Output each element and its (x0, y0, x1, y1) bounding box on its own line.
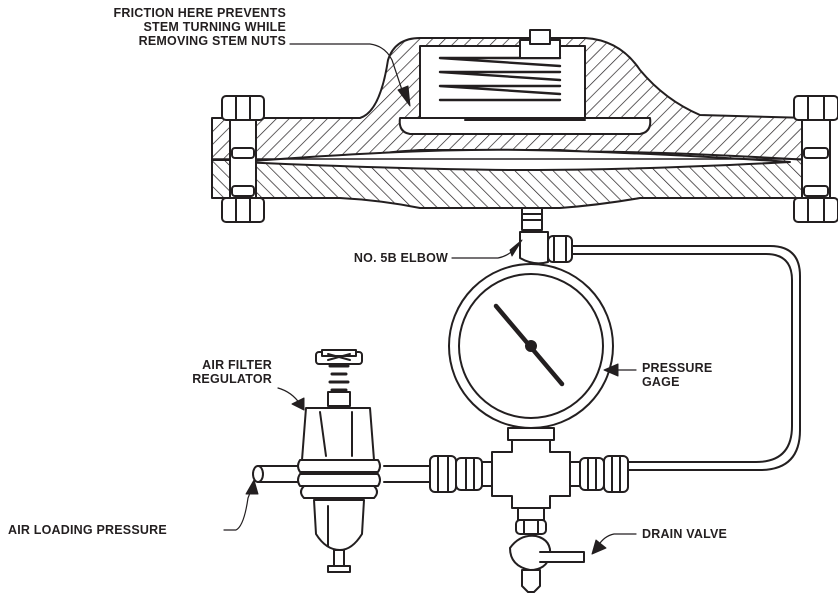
lower-diaphragm-casing (211, 148, 811, 209)
right-union-fitting (569, 455, 629, 493)
elbow-arrowhead (509, 239, 523, 257)
pipe-cross (491, 439, 571, 509)
air-supply-line (383, 465, 431, 483)
friction-leader-line (289, 43, 405, 97)
friction-arrowhead (397, 85, 411, 107)
left-union-fitting (429, 455, 493, 493)
drain-leader-line (597, 533, 637, 547)
left-flange-bolt (221, 95, 265, 223)
drain-arrowhead (591, 539, 607, 555)
pressure-gage-line-2: GAGE (642, 375, 680, 389)
supply-tubing (571, 245, 801, 471)
air-filter-regulator (252, 349, 381, 573)
elbow-label: NO. 5B ELBOW (353, 251, 448, 265)
pressure-gage-callout: PRESSURE GAGE (642, 361, 712, 389)
right-flange-bolt (793, 95, 838, 223)
air-loading-pressure-label: AIR LOADING PRESSURE (8, 523, 167, 537)
gage-arrowhead (603, 363, 619, 377)
air-filter-regulator-callout: AIR FILTER REGULATOR (160, 358, 272, 386)
air-filter-regulator-line-2: REGULATOR (192, 372, 272, 386)
friction-line-1: FRICTION HERE PREVENTS (113, 6, 286, 20)
air-loading-leader-line (223, 487, 253, 531)
elbow-fitting (519, 207, 573, 265)
drain-valve-callout: DRAIN VALVE (642, 527, 727, 541)
air-filter-regulator-line-1: AIR FILTER (202, 358, 272, 372)
friction-callout: FRICTION HERE PREVENTS STEM TURNING WHIL… (20, 6, 286, 48)
friction-line-2: STEM TURNING WHILE (143, 20, 286, 34)
friction-line-3: REMOVING STEM NUTS (138, 34, 286, 48)
air-loading-pressure-callout: AIR LOADING PRESSURE (8, 523, 167, 537)
regulator-arrowhead (291, 397, 305, 411)
air-loading-arrowhead (245, 479, 259, 495)
upper-diaphragm-casing (211, 29, 811, 161)
elbow-callout: NO. 5B ELBOW (300, 251, 448, 265)
pressure-gage (448, 263, 614, 441)
drain-valve (509, 507, 585, 593)
elbow-leader-line (451, 247, 517, 259)
pressure-gage-line-1: PRESSURE (642, 361, 713, 375)
drain-valve-label: DRAIN VALVE (642, 527, 728, 541)
